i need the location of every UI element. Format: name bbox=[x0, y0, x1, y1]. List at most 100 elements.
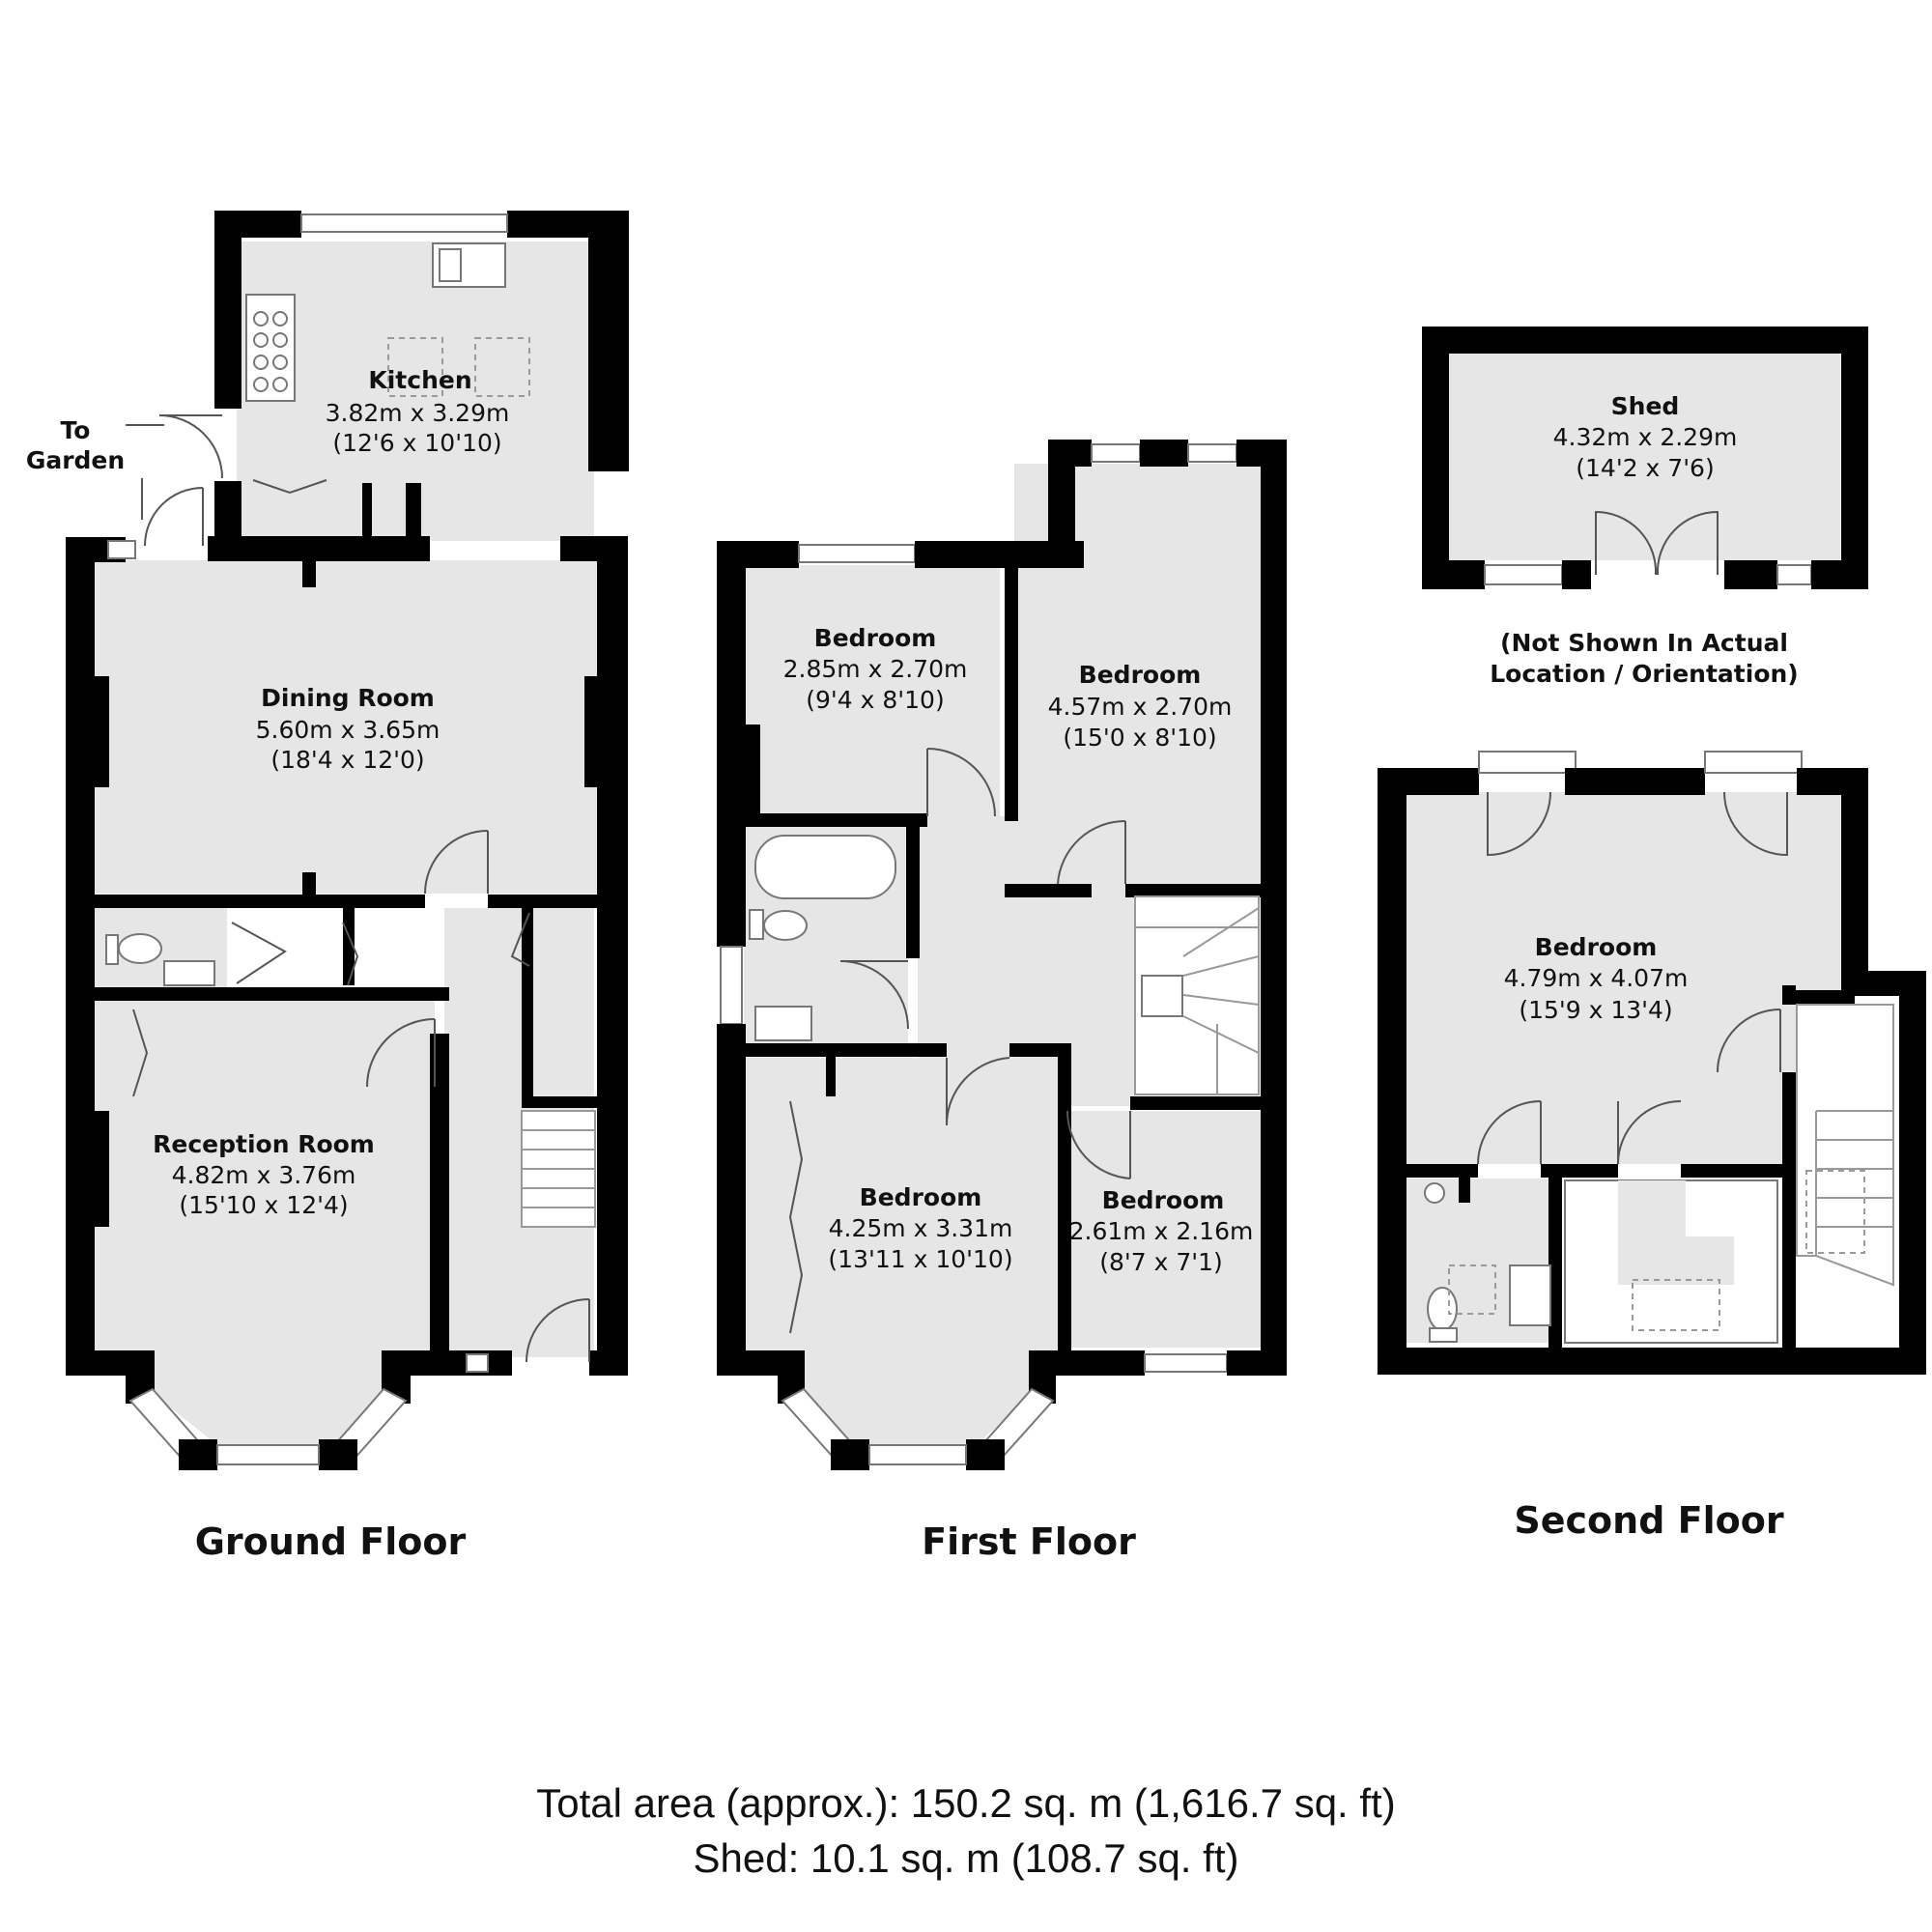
wall bbox=[717, 1350, 780, 1376]
dormer-door-swing bbox=[1487, 791, 1551, 857]
wall bbox=[1378, 1348, 1926, 1375]
cupboard-door bbox=[510, 912, 530, 967]
bathroom-window bbox=[720, 946, 743, 1025]
wall bbox=[1261, 440, 1287, 1375]
wall bbox=[906, 813, 920, 958]
reception-room-name: Reception Room bbox=[153, 1130, 375, 1158]
bedroom-door-swing bbox=[1057, 819, 1126, 885]
bedroom-door-swing bbox=[926, 748, 996, 817]
bay-window-front bbox=[868, 1444, 967, 1465]
wall bbox=[1058, 1043, 1071, 1096]
wall bbox=[1724, 560, 1777, 589]
wall bbox=[208, 536, 430, 561]
wardrobe-doors bbox=[788, 1100, 804, 1334]
shower-tray bbox=[1448, 1264, 1496, 1315]
hob-ring bbox=[253, 332, 269, 348]
reception-room-imperial: (15'10 x 12'4) bbox=[179, 1191, 348, 1219]
bedroom-window bbox=[1091, 443, 1141, 463]
ground-floor-label: Ground Floor bbox=[195, 1520, 467, 1563]
chimney-breast bbox=[584, 676, 604, 787]
wall bbox=[302, 560, 316, 587]
reception-bay-area bbox=[150, 1352, 406, 1449]
wall bbox=[1782, 1072, 1796, 1352]
bathroom-basin bbox=[754, 1006, 812, 1041]
bedroom-2-imperial: (15'0 x 8'10) bbox=[1063, 724, 1216, 752]
reception-room-area bbox=[92, 1000, 435, 1357]
wall bbox=[589, 1350, 628, 1376]
wall bbox=[588, 211, 629, 471]
wall bbox=[717, 1024, 746, 1375]
hob-ring bbox=[272, 332, 288, 348]
wall bbox=[1422, 560, 1485, 589]
bedroom-1-imperial: (9'4 x 8'10) bbox=[806, 686, 944, 714]
wall bbox=[1378, 768, 1406, 1375]
shed-imperial: (14'2 x 7'6) bbox=[1576, 454, 1714, 482]
kitchen-metric: 3.82m x 3.29m bbox=[326, 399, 510, 427]
wall bbox=[1005, 884, 1092, 897]
toilet-cistern bbox=[749, 909, 764, 940]
chimney-breast bbox=[66, 1111, 109, 1227]
chimney-breast bbox=[66, 676, 109, 787]
bedroom-3-bay-area bbox=[778, 1367, 1034, 1449]
bedroom-window bbox=[1144, 1353, 1228, 1373]
wc-basin bbox=[163, 960, 215, 986]
shed: Shed 4.32m x 2.29m (14'2 x 7'6) (Not Sho… bbox=[1422, 327, 1868, 688]
wall bbox=[1548, 1169, 1562, 1352]
ensuite-door-swing bbox=[1477, 1100, 1542, 1165]
kitchen-name: Kitchen bbox=[368, 366, 471, 394]
bedroom-3-area bbox=[744, 1058, 1058, 1367]
wall bbox=[1005, 565, 1018, 821]
hall-door-swing bbox=[424, 830, 489, 895]
wall bbox=[92, 895, 425, 908]
bathtub bbox=[754, 835, 896, 899]
wall bbox=[1140, 440, 1188, 467]
reception-room-metric: 4.82m x 3.76m bbox=[172, 1161, 356, 1189]
wall bbox=[1841, 768, 1868, 976]
wall bbox=[1130, 1096, 1265, 1110]
kitchen-imperial: (12'6 x 10'10) bbox=[332, 429, 501, 457]
sink-bowl bbox=[439, 248, 462, 282]
bedroom-window bbox=[1187, 443, 1237, 463]
hob-ring bbox=[253, 355, 269, 370]
bedroom-4-metric: 2.61m x 2.16m bbox=[1069, 1217, 1254, 1245]
shed-name: Shed bbox=[1611, 392, 1680, 420]
bedroom-1-area bbox=[744, 565, 1000, 816]
shed-note-line1: (Not Shown In Actual bbox=[1500, 629, 1788, 657]
shed-door-right bbox=[1656, 510, 1719, 576]
dining-room-name: Dining Room bbox=[261, 684, 435, 712]
dormer-window bbox=[1704, 751, 1803, 774]
hob-ring bbox=[272, 355, 288, 370]
toilet bbox=[763, 910, 808, 941]
garden-label-line1: To bbox=[61, 416, 91, 444]
wall bbox=[430, 1034, 449, 1352]
wall bbox=[597, 537, 628, 1376]
total-area: Total area (approx.): 150.2 sq. m (1,616… bbox=[536, 1780, 1395, 1826]
garden-door-swing bbox=[158, 414, 223, 479]
wall bbox=[1841, 327, 1868, 589]
toilet-cistern bbox=[105, 934, 119, 965]
bedroom-4-name: Bedroom bbox=[1102, 1186, 1225, 1214]
bedroom-5-metric: 4.79m x 4.07m bbox=[1504, 964, 1689, 992]
wall bbox=[966, 1439, 1005, 1470]
shed-window bbox=[1484, 564, 1563, 585]
first-floor-label: First Floor bbox=[922, 1520, 1136, 1563]
bedroom-2-name: Bedroom bbox=[1079, 661, 1202, 689]
wall bbox=[522, 1096, 599, 1108]
wall bbox=[1422, 327, 1868, 354]
second-floor-label: Second Floor bbox=[1514, 1499, 1783, 1542]
hob-ring bbox=[253, 311, 269, 327]
bedroom-4-imperial: (8'7 x 7'1) bbox=[1099, 1248, 1223, 1276]
bedroom-2-metric: 4.57m x 2.70m bbox=[1048, 693, 1233, 721]
wall bbox=[92, 987, 449, 1001]
wall bbox=[319, 1439, 357, 1470]
bedroom-3-metric: 4.25m x 3.31m bbox=[829, 1214, 1013, 1242]
stair-outline bbox=[1805, 1170, 1865, 1254]
toilet bbox=[1427, 1287, 1458, 1331]
wall bbox=[214, 211, 242, 409]
shed-area bbox=[1449, 353, 1840, 560]
staircase bbox=[1796, 1004, 1894, 1287]
kitchen-window bbox=[300, 213, 508, 233]
shower-head bbox=[1424, 1182, 1445, 1204]
appliance-outline bbox=[1632, 1279, 1720, 1331]
wall bbox=[831, 1439, 869, 1470]
